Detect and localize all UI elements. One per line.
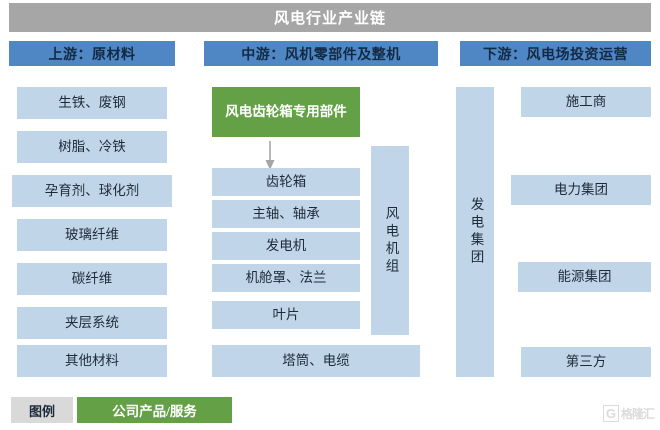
midstream-item-1: 主轴、轴承 (212, 200, 360, 228)
midstream-group-label: 风电机组 (371, 146, 409, 335)
midstream-footer-item: 塔筒、电缆 (212, 345, 420, 377)
watermark-logo-icon: G (602, 405, 619, 422)
downstream-item-0: 施工商 (521, 87, 651, 117)
downstream-group-label: 发电集团 (456, 87, 494, 377)
upstream-item-3: 玻璃纤维 (17, 219, 167, 251)
legend-entry-company-product: 公司产品/服务 (77, 397, 232, 423)
midstream-item-3: 机舱罩、法兰 (212, 264, 360, 292)
watermark: G 格隆汇 (602, 405, 655, 422)
legend-label: 图例 (11, 397, 73, 423)
downstream-item-3: 第三方 (521, 347, 651, 377)
upstream-item-6: 其他材料 (17, 345, 167, 377)
stage-header-midstream: 中游：风机零部件及整机 (204, 41, 438, 66)
downstream-item-2: 能源集团 (518, 262, 651, 292)
midstream-highlight-box: 风电齿轮箱专用部件 (212, 87, 360, 137)
watermark-text: 格隆汇 (620, 407, 655, 421)
upstream-item-4: 碳纤维 (17, 263, 167, 295)
upstream-item-0: 生铁、废钢 (17, 87, 167, 119)
page-title: 风电行业产业链 (9, 3, 651, 32)
flow-arrow-down-icon (264, 141, 276, 171)
upstream-item-2: 孕育剂、球化剂 (12, 175, 172, 207)
upstream-item-5: 夹层系统 (17, 307, 167, 339)
stage-header-upstream: 上游：原材料 (9, 41, 175, 66)
upstream-item-1: 树脂、冷铁 (17, 131, 167, 163)
midstream-item-2: 发电机 (212, 232, 360, 260)
midstream-item-4: 叶片 (212, 301, 360, 329)
midstream-item-0: 齿轮箱 (212, 168, 360, 196)
stage-header-downstream: 下游：风电场投资运营 (460, 41, 651, 66)
downstream-item-1: 电力集团 (511, 175, 651, 205)
